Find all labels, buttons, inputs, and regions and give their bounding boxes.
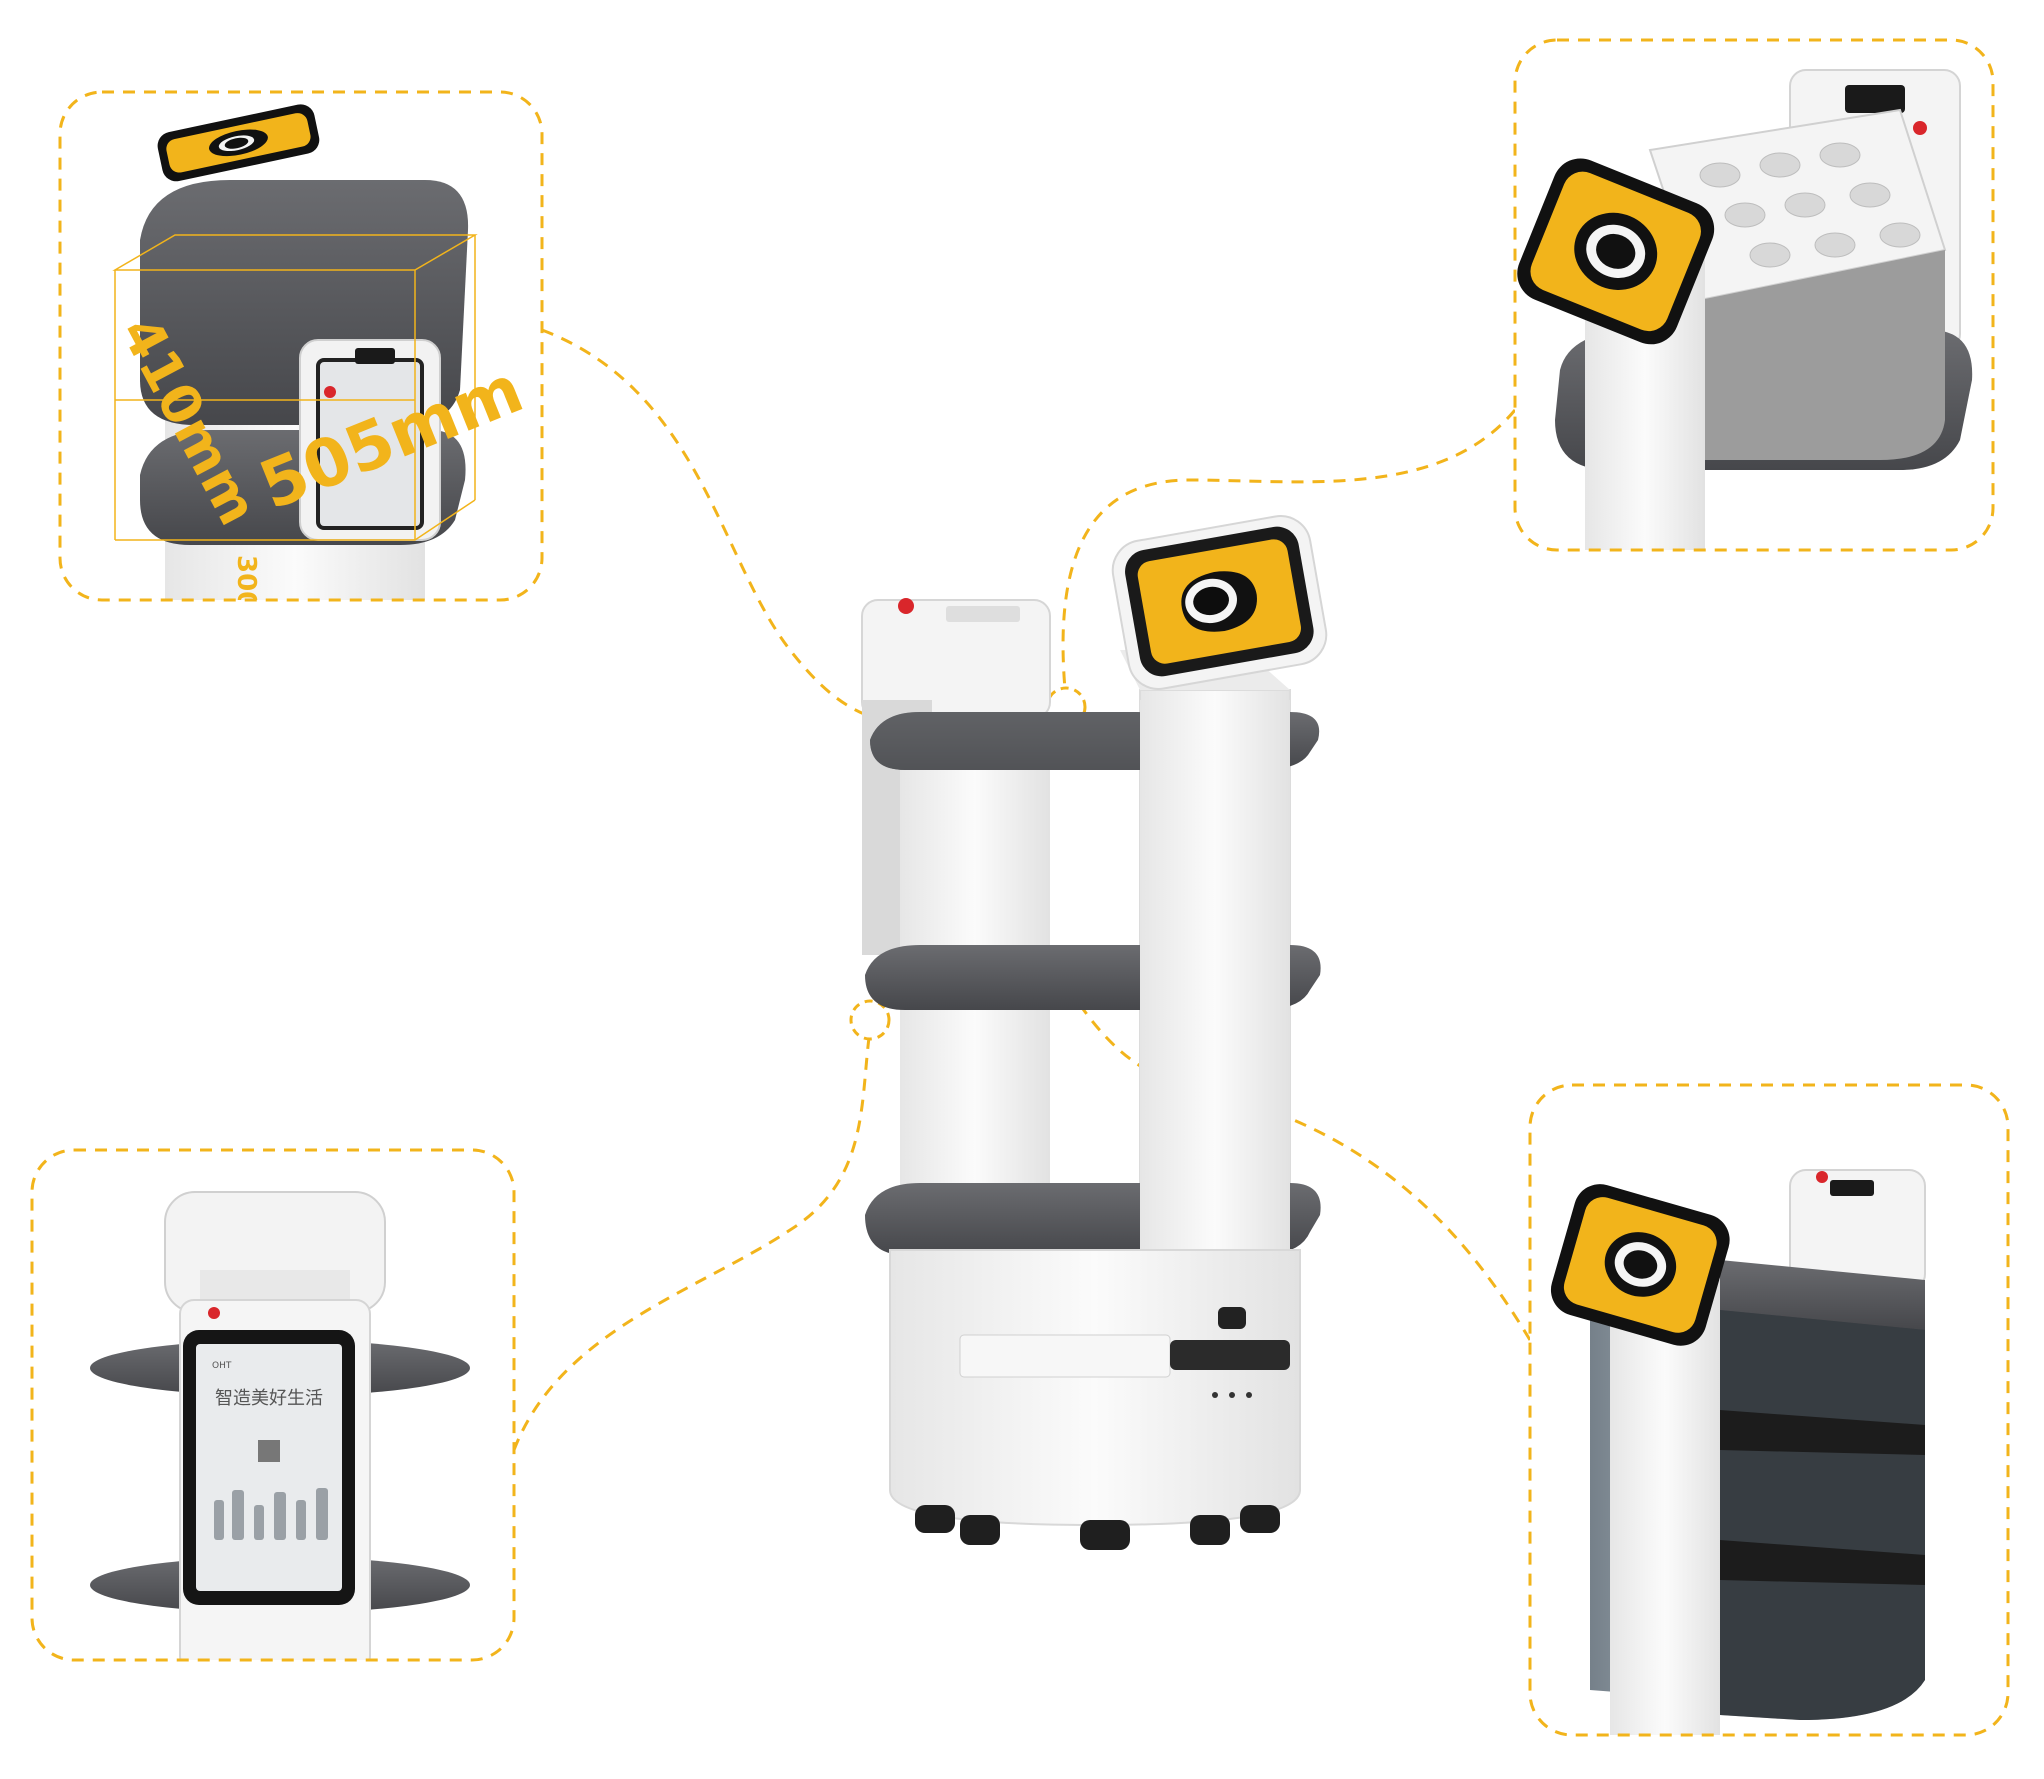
dimension-height-label: 300mm bbox=[231, 555, 261, 663]
robot-sensor bbox=[1218, 1307, 1246, 1329]
callout-enclosed-cabinet bbox=[1528, 1083, 2010, 1737]
emergency-stop-icon bbox=[898, 598, 914, 614]
robot-head-screen bbox=[1111, 515, 1328, 690]
robot-base-window bbox=[959, 1334, 1171, 1378]
display-product-lineup bbox=[214, 1488, 328, 1540]
robot-rear-display bbox=[946, 606, 1020, 622]
display-headline: 智造美好生活 bbox=[215, 1388, 323, 1409]
connector-bottom-left bbox=[512, 1029, 872, 1451]
connector-top-right bbox=[1061, 409, 1517, 701]
callout-cup-holder bbox=[1513, 38, 1995, 552]
anchor-body-lower bbox=[849, 999, 891, 1041]
robot-base bbox=[889, 1249, 1301, 1527]
callout-front-display: OHT 智造美好生活 bbox=[30, 1148, 516, 1662]
display-qr-code bbox=[258, 1440, 280, 1462]
main-robot bbox=[861, 515, 1328, 1550]
robot-wheels bbox=[915, 1505, 1280, 1550]
display-brand: OHT bbox=[212, 1361, 232, 1371]
callout-dimensions: 410mm 505mm 300mm bbox=[58, 90, 544, 663]
